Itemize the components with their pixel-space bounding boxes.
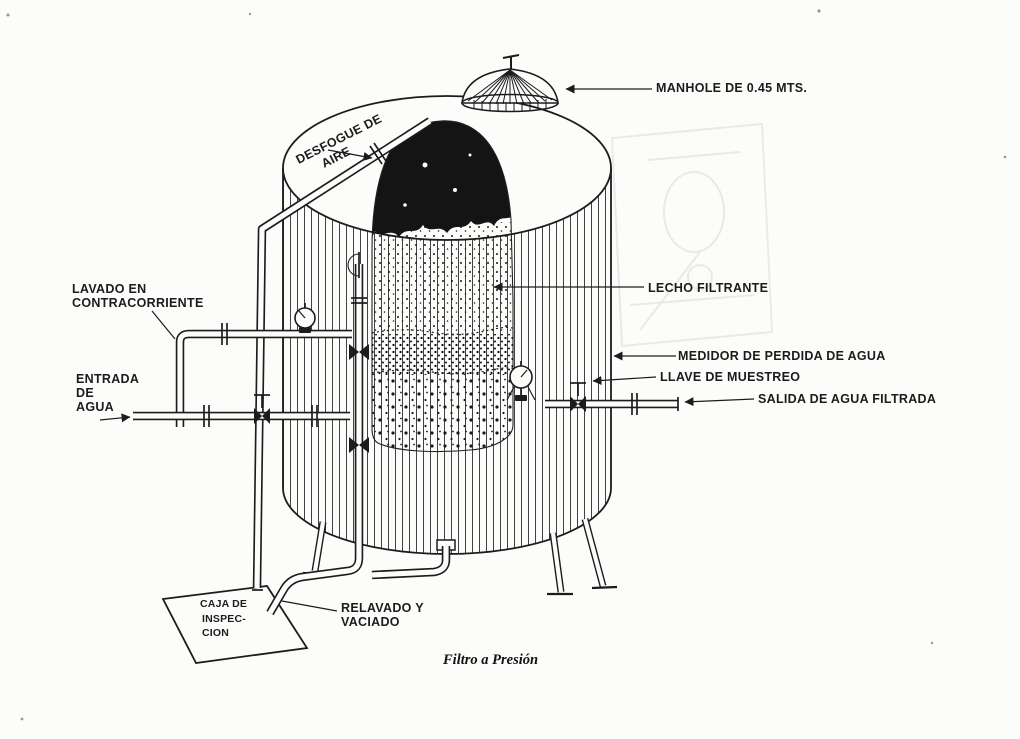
manhole-collar <box>461 93 559 113</box>
outlet-pipe <box>545 397 679 411</box>
label-loss-meter: MEDIDOR DE PERDIDA DE AGUA <box>678 349 886 363</box>
valve-riser-lower <box>349 437 369 453</box>
filter-media-layer-1 <box>372 222 513 334</box>
leader-lines <box>99 84 755 612</box>
media-highlights <box>403 153 472 207</box>
valve-sampling <box>570 382 586 412</box>
tank-leg-middle <box>549 532 565 593</box>
manhole-knob <box>502 54 520 69</box>
media-boundary-lower <box>372 367 513 375</box>
riser-drain-pipe <box>266 264 364 616</box>
tank-drain-pipe <box>371 546 451 580</box>
scan-specks <box>6 9 1007 721</box>
leader-drain <box>281 600 338 612</box>
manhole-dome <box>461 54 559 113</box>
filter-media-layer-2 <box>372 334 513 374</box>
diagram-caption: Filtro a Presión <box>442 652 538 668</box>
riser-cap <box>347 252 360 278</box>
label-manhole: MANHOLE DE 0.45 MTS. <box>656 81 807 95</box>
leader-outlet <box>684 397 755 407</box>
leader-air-vent <box>327 149 373 161</box>
leg-feet <box>302 571 618 596</box>
label-filter-bed: LECHO FILTRANTE <box>648 281 768 295</box>
tank-leg-left <box>311 521 327 572</box>
label-sampling-valve: LLAVE DE MUESTREO <box>660 370 800 384</box>
gauge-large <box>506 361 536 401</box>
label-drain: RELAVADO Y VACIADO <box>341 601 427 629</box>
air-vent-pipe <box>252 117 433 591</box>
label-inspection-box: CAJA DE INSPEC- CION <box>200 598 250 639</box>
label-outlet: SALIDA DE AGUA FILTRADA <box>758 392 936 406</box>
ghost-bleed-through-artifact <box>610 122 774 348</box>
leader-sampling-valve <box>592 375 657 385</box>
leader-inlet <box>99 413 131 423</box>
backwash-pipe <box>175 329 352 427</box>
leader-backwash <box>151 310 176 340</box>
cutaway-window <box>371 120 514 453</box>
valve-riser-upper <box>349 344 369 360</box>
valve-inlet <box>254 394 270 424</box>
filter-media-layer-3 <box>372 374 513 452</box>
gauge-small <box>294 303 316 333</box>
tank-leg-right <box>581 518 607 587</box>
filter-media-top-space <box>372 120 513 258</box>
inspection-box <box>161 585 309 664</box>
label-backwash: LAVADO EN CONTRACORRIENTE <box>72 282 204 310</box>
label-inlet: ENTRADA DE AGUA <box>76 372 143 414</box>
tank-legs <box>302 518 618 596</box>
pipe-unions <box>203 142 638 427</box>
